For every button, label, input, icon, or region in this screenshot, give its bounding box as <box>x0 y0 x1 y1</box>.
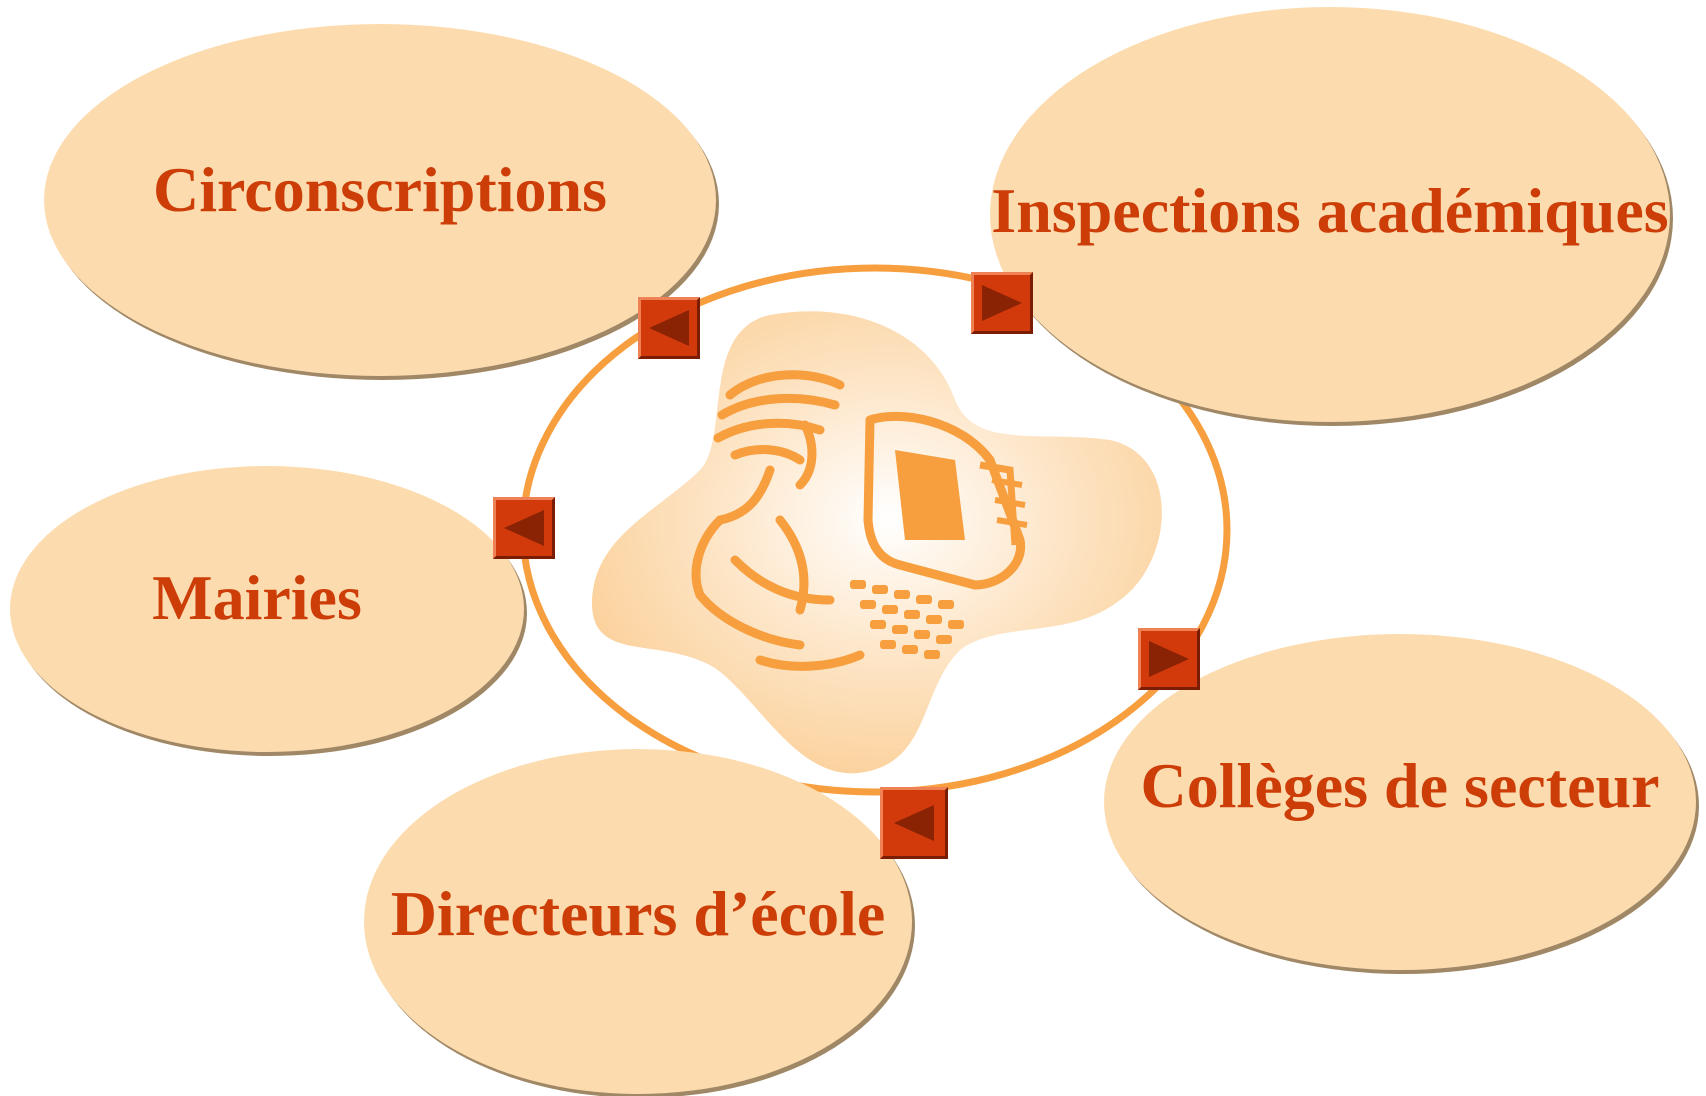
node-label: Inspections académiques <box>991 174 1669 246</box>
node-label: Collèges de secteur <box>1140 750 1660 821</box>
node-label: Directeurs d’école <box>390 877 886 949</box>
keyboard-icon <box>850 580 964 659</box>
node-directeurs-ecole: Directeurs d’école <box>364 749 912 1094</box>
node-label: Mairies <box>152 562 362 633</box>
arrow-right-icon <box>1149 641 1189 677</box>
person-computer-icon <box>691 370 865 671</box>
arrow-left-icon <box>649 310 689 346</box>
node-colleges-de-secteur: Collèges de secteur <box>1104 634 1696 970</box>
monitor-icon <box>863 411 1028 590</box>
arrow-left-icon <box>504 510 544 546</box>
node-inspections-academiques: Inspections académiques <box>990 7 1670 422</box>
node-circonscriptions: Circonscriptions <box>44 24 716 376</box>
nav-button-mairies[interactable] <box>493 497 555 559</box>
node-mairies: Mairies <box>10 466 524 752</box>
nav-button-circonscriptions[interactable] <box>638 297 700 359</box>
arrow-right-icon <box>982 285 1022 321</box>
nav-button-colleges-de-secteur[interactable] <box>1138 628 1200 690</box>
nav-button-directeurs-ecole[interactable] <box>880 787 948 859</box>
nav-button-inspections-academiques[interactable] <box>971 272 1033 334</box>
arrow-left-icon <box>894 805 934 841</box>
node-label: Circonscriptions <box>153 154 607 225</box>
